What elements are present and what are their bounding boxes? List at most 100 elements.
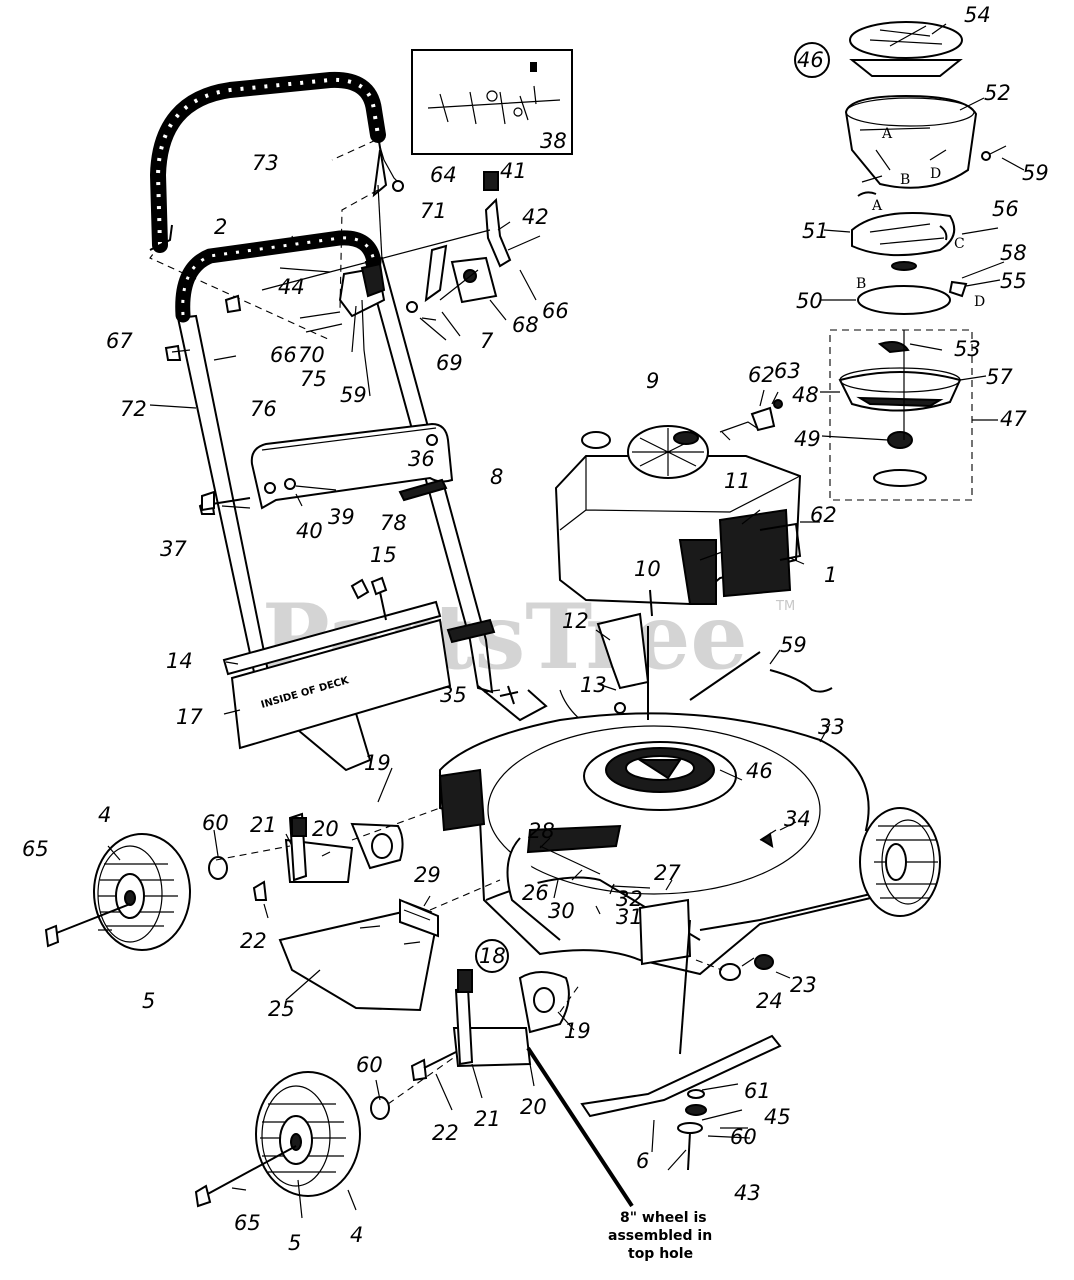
part-label-34: 34 bbox=[784, 807, 811, 831]
part-label-66-left: 66 bbox=[270, 343, 297, 367]
left-front-wheel bbox=[44, 833, 228, 951]
part-label-32: 32 bbox=[616, 887, 643, 911]
part-label-1: 1 bbox=[824, 563, 837, 587]
part-label-78: 78 bbox=[380, 511, 407, 535]
lower-handle bbox=[175, 230, 548, 772]
assembly-callout-46: 46 bbox=[797, 48, 824, 72]
part-label-49: 49 bbox=[794, 427, 821, 451]
blade-adapter-assembly bbox=[794, 21, 1007, 501]
letter-b-lower: B bbox=[856, 276, 866, 292]
part-label-20-rear: 20 bbox=[520, 1095, 547, 1119]
part-label-62-top: 62 bbox=[748, 363, 775, 387]
part-label-21-rear: 21 bbox=[474, 1107, 501, 1131]
part-label-44: 44 bbox=[278, 275, 305, 299]
note-line-1: 8" wheel is bbox=[620, 1210, 707, 1226]
note-line-3: top hole bbox=[628, 1246, 693, 1262]
part-label-26: 26 bbox=[522, 881, 549, 905]
part-label-47: 47 bbox=[1000, 407, 1027, 431]
part-label-19-rear: 19 bbox=[564, 1019, 591, 1043]
part-label-14: 14 bbox=[166, 649, 193, 673]
engine bbox=[554, 399, 802, 606]
letter-c-lower: C bbox=[954, 236, 965, 252]
left-rear-bracket bbox=[387, 969, 634, 1208]
part-label-57: 57 bbox=[986, 365, 1013, 389]
upper-handle bbox=[149, 71, 388, 261]
part-label-29: 29 bbox=[414, 863, 441, 887]
part-label-28: 28 bbox=[528, 819, 555, 843]
part-label-45: 45 bbox=[764, 1105, 791, 1129]
part-label-60-front: 60 bbox=[202, 811, 229, 835]
part-label-30: 30 bbox=[548, 899, 575, 923]
part-label-13: 13 bbox=[580, 673, 607, 697]
part-label-4-rear: 4 bbox=[350, 1223, 363, 1247]
part-label-10: 10 bbox=[634, 557, 661, 581]
part-label-41: 41 bbox=[500, 159, 527, 183]
part-label-58: 58 bbox=[1000, 241, 1027, 265]
part-label-8: 8 bbox=[490, 465, 503, 489]
part-label-76: 76 bbox=[250, 397, 277, 421]
note-line-2: assembled in bbox=[608, 1228, 712, 1244]
part-label-73: 73 bbox=[252, 151, 279, 175]
part-label-19-front: 19 bbox=[364, 751, 391, 775]
left-front-bracket bbox=[215, 807, 441, 901]
part-label-15: 15 bbox=[370, 543, 397, 567]
part-label-6: 6 bbox=[636, 1149, 649, 1173]
part-label-42: 42 bbox=[522, 205, 549, 229]
part-label-21-front: 21 bbox=[250, 813, 277, 837]
letter-b-upper: B bbox=[900, 172, 910, 188]
part-label-46: 46 bbox=[746, 759, 773, 783]
part-label-48: 48 bbox=[792, 383, 819, 407]
part-label-5-rear: 5 bbox=[288, 1231, 301, 1255]
part-label-70: 70 bbox=[298, 343, 325, 367]
part-label-27: 27 bbox=[654, 861, 681, 885]
inset-38: 38 bbox=[411, 49, 573, 155]
blade bbox=[580, 919, 782, 1171]
part-label-24: 24 bbox=[756, 989, 783, 1013]
part-label-17: 17 bbox=[176, 705, 203, 729]
part-label-51: 51 bbox=[802, 219, 829, 243]
part-label-65-front: 65 bbox=[22, 837, 49, 861]
part-label-67: 67 bbox=[106, 329, 133, 353]
part-label-63: 63 bbox=[774, 359, 801, 383]
part-label-5-front: 5 bbox=[142, 989, 155, 1013]
letter-a-lower: A bbox=[871, 198, 883, 214]
inset-38-label: 38 bbox=[540, 129, 567, 153]
part-label-4-front: 4 bbox=[98, 803, 111, 827]
letter-d-upper: D bbox=[930, 166, 941, 182]
watermark-trademark: TM bbox=[775, 599, 795, 614]
letter-a-upper: A bbox=[881, 126, 893, 142]
part-label-60-blade: 60 bbox=[730, 1125, 757, 1149]
part-label-59-deck: 59 bbox=[780, 633, 807, 657]
part-label-12: 12 bbox=[562, 609, 589, 633]
part-label-2: 2 bbox=[214, 215, 227, 239]
part-label-64: 64 bbox=[430, 163, 457, 187]
deck-brace: INSIDE OF DECK bbox=[222, 576, 496, 750]
control-assembly bbox=[279, 139, 541, 397]
part-label-52: 52 bbox=[984, 81, 1011, 105]
part-label-66-right: 66 bbox=[542, 299, 569, 323]
mower-deck bbox=[438, 712, 932, 976]
part-label-75: 75 bbox=[300, 367, 327, 391]
part-label-22-rear: 22 bbox=[432, 1121, 459, 1145]
part-label-62-bottom: 62 bbox=[810, 503, 837, 527]
part-label-72: 72 bbox=[120, 397, 147, 421]
part-label-69: 69 bbox=[436, 351, 463, 375]
part-label-36: 36 bbox=[408, 447, 435, 471]
part-label-65-rear: 65 bbox=[234, 1211, 261, 1235]
right-rear-wheel bbox=[859, 807, 941, 917]
part-label-59-handle: 59 bbox=[340, 383, 367, 407]
part-label-53: 53 bbox=[954, 337, 981, 361]
part-label-35: 35 bbox=[440, 683, 467, 707]
part-label-61: 61 bbox=[744, 1079, 771, 1103]
left-rear-wheel bbox=[194, 1071, 390, 1208]
part-label-40: 40 bbox=[296, 519, 323, 543]
part-label-9: 9 bbox=[646, 369, 659, 393]
part-label-39: 39 bbox=[328, 505, 355, 529]
part-label-33: 33 bbox=[818, 715, 845, 739]
part-label-60-rear: 60 bbox=[356, 1053, 383, 1077]
part-label-59: 59 bbox=[1022, 161, 1049, 185]
assembly-callout-18: 18 bbox=[479, 944, 506, 968]
part-label-25: 25 bbox=[268, 997, 295, 1021]
part-label-11: 11 bbox=[724, 469, 751, 493]
